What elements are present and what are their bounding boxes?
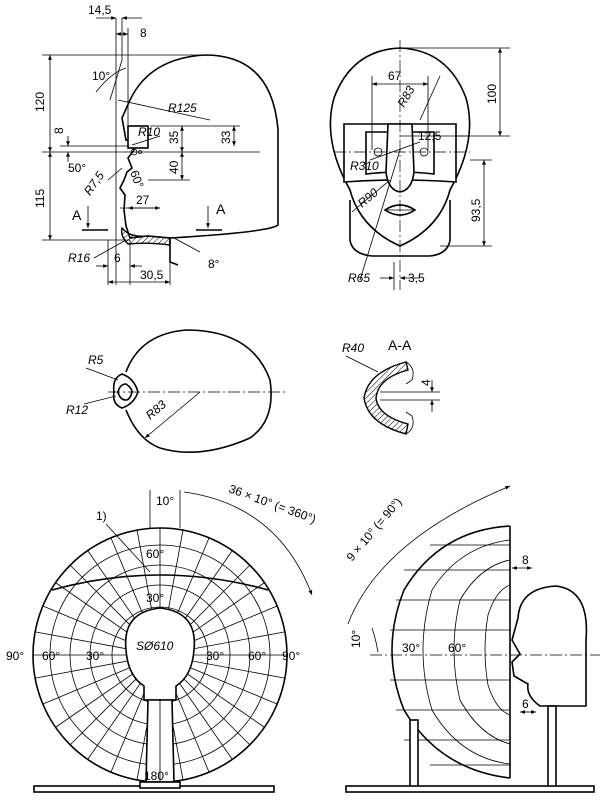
top-dim-r12: R12 <box>66 403 88 417</box>
section-dim-4: 4 <box>419 379 433 386</box>
sphere-front-30deg-right: 30° <box>206 649 224 663</box>
side-dim-8-top: 8 <box>140 26 147 40</box>
sphere-side-30deg: 30° <box>402 641 420 655</box>
side-dim-8-left: 8 <box>52 127 66 134</box>
front-dim-100: 100 <box>485 84 499 104</box>
sphere-side-10deg: 10° <box>349 630 363 648</box>
side-dim-10deg: 10° <box>92 69 110 83</box>
side-dim-35: 35 <box>167 130 181 144</box>
sphere-side-60deg: 60° <box>448 641 466 655</box>
sphere-side-9x10: 9 × 10° (= 90°) <box>344 495 405 564</box>
side-dim-r16: R16 <box>68 251 90 265</box>
sphere-front-60deg-top: 60° <box>146 547 164 561</box>
side-dim-33: 33 <box>219 130 233 144</box>
side-dim-60deg: 60° <box>127 168 146 190</box>
sphere-side-dim-6: 6 <box>522 697 529 711</box>
side-dim-27: 27 <box>136 193 150 207</box>
sphere-front-60deg-right: 60° <box>248 649 266 663</box>
sphere-front-footnote-1: 1) <box>96 509 107 523</box>
side-dim-r125: R125 <box>168 101 197 115</box>
front-view: 67 R83 100 12,5 R310 R90 93,5 R65 3,5 <box>329 40 510 290</box>
side-dim-115: 115 <box>33 189 47 208</box>
sphere-front-diameter: SØ610 <box>136 639 174 653</box>
front-dim-93-5: 93,5 <box>469 198 483 222</box>
front-dim-r310: R310 <box>350 159 379 173</box>
section-dim-r40: R40 <box>342 341 364 355</box>
sphere-front-36x10: 36 × 10° (= 360°) <box>227 482 318 527</box>
sphere-side-dim-8: 8 <box>522 553 529 567</box>
side-dim-30-5: 30,5 <box>140 268 164 282</box>
side-dim-40: 40 <box>167 160 181 174</box>
side-dim-120: 120 <box>33 92 47 112</box>
front-dim-67: 67 <box>388 69 402 83</box>
side-dim-14-5: 14,5 <box>88 3 112 17</box>
sphere-front-view: 10° 36 × 10° (= 360°) 1) 60° 30° SØ610 9… <box>6 482 318 793</box>
sphere-front-30deg-left: 30° <box>86 649 104 663</box>
side-dim-6: 6 <box>114 251 121 265</box>
sphere-front-60deg-left: 60° <box>42 649 60 663</box>
sphere-front-90deg-right: 90° <box>282 649 300 663</box>
section-aa-view: A-A R40 4 <box>342 337 440 435</box>
front-dim-12-5: 12,5 <box>418 129 442 143</box>
side-dim-8deg: 8° <box>208 257 220 271</box>
side-dim-50deg: 50° <box>68 161 86 175</box>
top-dim-r83: R83 <box>143 397 169 422</box>
section-aa-title: A-A <box>388 337 412 353</box>
side-view: 14,5 8 10° R125 120 8 R10 35 33 50° 60° … <box>33 3 279 285</box>
front-dim-r83: R83 <box>394 83 417 109</box>
sphere-side-view: 9 × 10° (= 90°) 8 10° 30° 60° 6 <box>344 485 600 793</box>
sphere-front-90deg-left: 90° <box>6 649 24 663</box>
top-section-view: R5 R12 R83 <box>66 329 285 453</box>
front-dim-3-5: 3,5 <box>408 271 425 285</box>
sphere-front-10deg: 10° <box>156 494 174 508</box>
section-mark-a-left: A <box>72 207 82 223</box>
front-dim-r65: R65 <box>348 271 370 285</box>
section-mark-a-right: A <box>216 201 226 217</box>
sphere-front-30deg-top: 30° <box>146 591 164 605</box>
sphere-front-180deg: 180° <box>144 769 169 783</box>
top-dim-r5: R5 <box>88 353 104 367</box>
side-dim-r10: R10 <box>138 125 160 139</box>
